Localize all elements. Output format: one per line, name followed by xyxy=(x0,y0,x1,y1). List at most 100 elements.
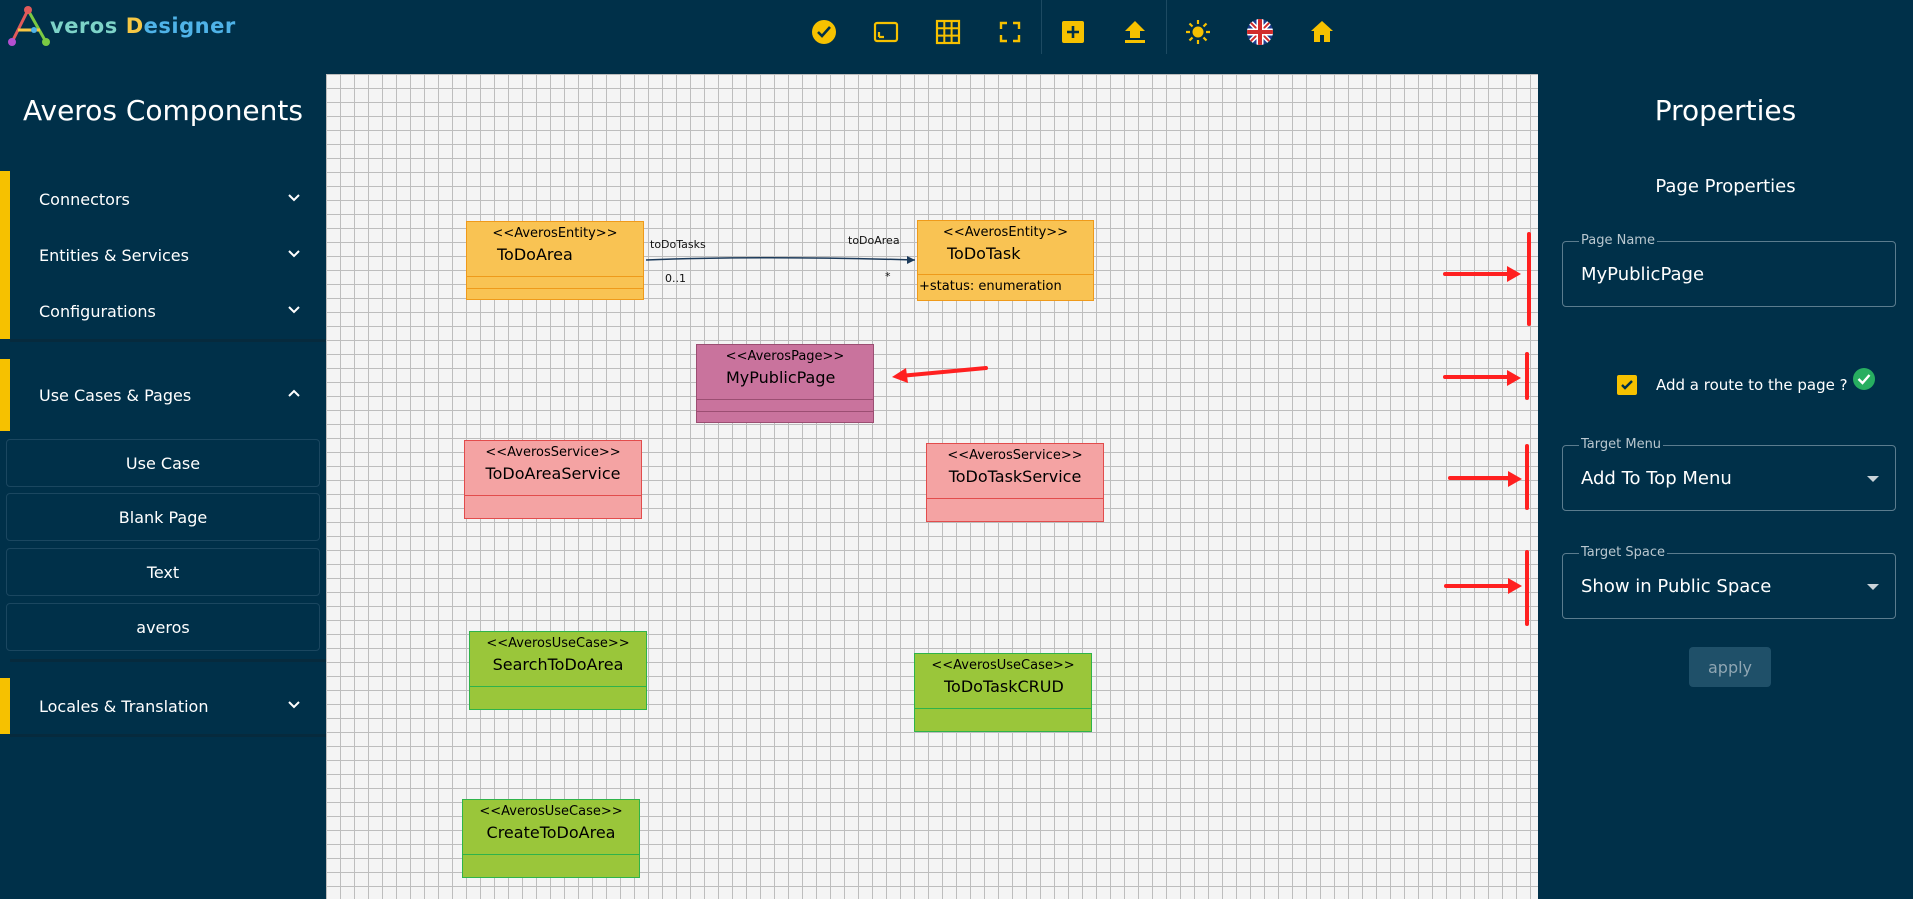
entity-node-todoarea[interactable]: <<AverosEntity>> ToDoArea xyxy=(466,221,644,300)
checkmark-icon xyxy=(1621,380,1633,390)
chevron-down-icon xyxy=(288,306,300,314)
target-menu-select[interactable]: Target Menu Add To Top Menu xyxy=(1562,437,1896,511)
theme-toggle-button[interactable] xyxy=(1167,10,1229,54)
grid-toggle-button[interactable] xyxy=(917,10,979,54)
annotation-arrowhead xyxy=(1507,370,1521,386)
section-divider xyxy=(10,734,326,737)
section-divider xyxy=(10,659,326,662)
fullscreen-button[interactable] xyxy=(979,10,1041,54)
node-stereotype: <<AverosEntity>> xyxy=(942,225,1069,240)
annotation-arrow xyxy=(898,366,988,378)
service-node-todotaskservice[interactable]: <<AverosService>> ToDoTaskService xyxy=(926,443,1104,522)
annotation-arrowhead xyxy=(892,368,908,383)
chevron-up-icon xyxy=(288,389,300,397)
node-name: ToDoTaskService xyxy=(948,467,1082,486)
grid-icon xyxy=(935,19,961,45)
averos-logo-icon xyxy=(8,6,50,46)
page-name-value[interactable]: MyPublicPage xyxy=(1581,264,1705,285)
language-button[interactable] xyxy=(1229,10,1291,54)
route-checkbox[interactable] xyxy=(1617,375,1637,395)
dropdown-caret-icon[interactable] xyxy=(1867,476,1879,482)
validate-button[interactable] xyxy=(793,10,855,54)
node-name: ToDoArea xyxy=(497,245,573,264)
home-button[interactable] xyxy=(1291,10,1353,54)
target-menu-label: Target Menu xyxy=(1579,437,1664,452)
node-name: SearchToDoArea xyxy=(492,655,624,674)
chevron-down-icon xyxy=(288,701,300,709)
edge-multiplicity-target: * xyxy=(885,270,891,283)
section-divider xyxy=(10,339,326,342)
check-circle-icon xyxy=(1852,368,1875,390)
toolbar-divider xyxy=(1166,0,1167,54)
page-properties-subtitle: Page Properties xyxy=(1655,176,1796,197)
components-sidebar: Averos Components Connectors Entities & … xyxy=(0,64,326,899)
language-uk-flag-icon xyxy=(1247,19,1273,45)
validate-icon xyxy=(812,20,836,44)
node-name: ToDoTask xyxy=(947,244,1021,263)
component-text[interactable]: Text xyxy=(6,548,320,596)
target-space-value: Show in Public Space xyxy=(1581,576,1772,597)
sidebar-section-entities-services[interactable]: Entities & Services xyxy=(0,227,326,283)
locales-section-group xyxy=(0,678,326,734)
node-attribute: +status: enumeration xyxy=(919,279,1062,294)
component-blank-page[interactable]: Blank Page xyxy=(6,493,320,541)
association-edge xyxy=(645,256,916,261)
chevron-down-icon xyxy=(288,250,300,258)
node-name: ToDoTaskCRUD xyxy=(944,677,1064,696)
upload-icon xyxy=(1125,21,1145,43)
properties-title: Properties xyxy=(1654,94,1797,127)
node-stereotype: <<AverosUseCase>> xyxy=(479,804,623,819)
node-name: ToDoAreaService xyxy=(485,464,621,483)
usecase-node-searchtodoarea[interactable]: <<AverosUseCase>> SearchToDoArea xyxy=(469,631,647,710)
section-label: Connectors xyxy=(39,189,130,209)
fit-view-button[interactable] xyxy=(855,10,917,54)
entity-sections-group xyxy=(0,171,326,339)
section-label: Configurations xyxy=(39,301,156,321)
component-use-case[interactable]: Use Case xyxy=(6,439,320,487)
target-space-select[interactable]: Target Space Show in Public Space xyxy=(1562,545,1896,619)
sidebar-section-connectors[interactable]: Connectors xyxy=(0,171,326,227)
upload-button[interactable] xyxy=(1104,10,1166,54)
edge-role-source: toDoTasks xyxy=(650,238,706,251)
association-arrowhead xyxy=(907,256,915,264)
diagram-overlay xyxy=(645,232,1531,626)
page-node-mypublicpage[interactable]: <<AverosPage>> MyPublicPage xyxy=(696,344,874,423)
node-stereotype: <<AverosEntity>> xyxy=(492,226,618,241)
home-icon xyxy=(1311,21,1333,42)
usecase-node-createtodoarea[interactable]: <<AverosUseCase>> CreateToDoArea xyxy=(462,799,640,878)
component-averos[interactable]: averos xyxy=(6,603,320,651)
toolbar-icons xyxy=(793,0,1353,54)
usecase-node-todotaskcrud[interactable]: <<AverosUseCase>> ToDoTaskCRUD xyxy=(914,653,1092,732)
annotation-arrowhead xyxy=(1508,578,1522,594)
fullscreen-icon xyxy=(999,21,1021,43)
page-name-field[interactable]: Page Name MyPublicPage xyxy=(1562,233,1896,307)
sidebar-section-locales-translation[interactable]: Locales & Translation xyxy=(0,678,326,734)
sidebar-section-configurations[interactable]: Configurations xyxy=(0,283,326,339)
target-space-label: Target Space xyxy=(1579,545,1667,560)
usecase-section-group xyxy=(0,359,326,431)
node-stereotype: <<AverosUseCase>> xyxy=(931,658,1075,673)
fit-view-icon xyxy=(873,21,899,43)
chevron-down-icon xyxy=(288,194,300,202)
section-label: Entities & Services xyxy=(39,245,189,265)
dropdown-caret-icon[interactable] xyxy=(1867,584,1879,590)
sidebar-section-usecases-pages[interactable]: Use Cases & Pages xyxy=(0,367,326,423)
add-button[interactable] xyxy=(1042,10,1104,54)
route-checkbox-label: Add a route to the page ? xyxy=(1656,376,1848,394)
theme-icon xyxy=(1186,20,1210,44)
node-name: MyPublicPage xyxy=(726,368,836,387)
node-stereotype: <<AverosService>> xyxy=(485,445,621,460)
page-name-label: Page Name xyxy=(1579,233,1657,248)
properties-panel: Properties Page Properties Page Name MyP… xyxy=(1538,64,1913,899)
apply-button[interactable]: apply xyxy=(1689,647,1771,687)
sidebar-title: Averos Components xyxy=(23,94,303,127)
add-icon xyxy=(1062,21,1084,43)
entity-node-todotask[interactable]: <<AverosEntity>> ToDoTask +status: enume… xyxy=(917,220,1094,301)
service-node-todoareaservice[interactable]: <<AverosService>> ToDoAreaService xyxy=(464,440,642,519)
annotation-arrowhead xyxy=(1507,266,1521,282)
target-menu-value: Add To Top Menu xyxy=(1581,468,1732,489)
diagram-canvas[interactable]: toDoTasks toDoArea 0..1 * <<AverosEntity… xyxy=(326,74,1538,899)
